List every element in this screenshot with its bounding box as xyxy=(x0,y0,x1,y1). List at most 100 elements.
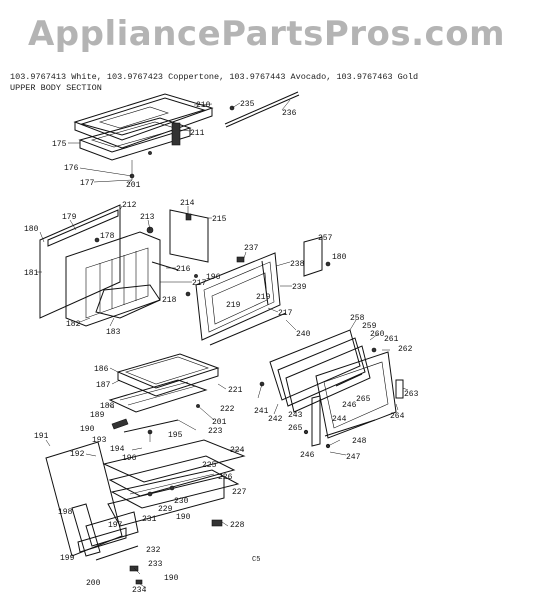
label-226: 226 xyxy=(218,473,233,482)
part-181-side-panel xyxy=(39,204,121,319)
part-198-kick-side xyxy=(71,503,101,557)
label-213: 213 xyxy=(140,213,155,222)
door-window-outer xyxy=(203,261,275,333)
label-191: 191 xyxy=(34,432,49,441)
part-262-door-frame xyxy=(315,351,397,439)
part-179-panel-edge xyxy=(47,209,119,247)
label-224: 224 xyxy=(230,446,245,455)
model-list: 103.9767413 White, 103.9767423 Copperton… xyxy=(10,72,419,82)
label-246-bottom: 246 xyxy=(300,451,315,460)
part-189-handle xyxy=(111,418,129,430)
label-221: 221 xyxy=(228,386,243,395)
label-235: 235 xyxy=(240,100,255,109)
grid-line-2 xyxy=(127,385,197,406)
label-193: 193 xyxy=(92,436,107,445)
label-214: 214 xyxy=(180,199,195,208)
part-244-side-strip xyxy=(311,395,321,447)
part-224-lower-top xyxy=(102,439,246,483)
label-216: 216 xyxy=(176,265,191,274)
label-178: 178 xyxy=(100,232,115,241)
oven-body-assembly xyxy=(39,204,209,327)
label-212: 212 xyxy=(122,201,137,210)
label-217-door: 217 xyxy=(278,309,293,318)
part-216-rail xyxy=(151,261,179,271)
label-248: 248 xyxy=(352,437,367,446)
cooktop-recess xyxy=(98,106,169,129)
part-234-pad xyxy=(135,579,143,585)
part-193-rail xyxy=(123,419,179,433)
part-191-lower-side-panel xyxy=(45,441,123,557)
label-181: 181 xyxy=(24,269,39,278)
label-179: 179 xyxy=(62,213,77,222)
part-215-back-panel xyxy=(169,209,209,263)
part-226-drawer-bottom xyxy=(110,469,240,509)
label-198: 198 xyxy=(58,508,73,517)
oven-door-assembly xyxy=(195,236,331,346)
lower-door-window xyxy=(323,361,389,429)
part-178-clip xyxy=(94,237,100,243)
part-225-tray xyxy=(108,455,236,497)
label-244: 244 xyxy=(332,415,347,424)
cooktop-inner-rim xyxy=(80,97,206,136)
part-228-leveler xyxy=(211,519,223,527)
part-258-door-panel xyxy=(269,329,361,401)
part-233-foot xyxy=(129,565,139,572)
label-199: 199 xyxy=(60,554,75,563)
label-182: 182 xyxy=(66,320,81,329)
label-186: 186 xyxy=(94,365,109,374)
label-228: 228 xyxy=(230,521,245,530)
callout-labels: 210 211 175 176 177 201 235 236 180 179 … xyxy=(24,100,419,595)
label-175: 175 xyxy=(52,140,67,149)
part-214-socket xyxy=(185,213,192,221)
part-217-door-strip xyxy=(261,260,269,306)
label-261: 261 xyxy=(384,335,399,344)
label-265-left: 265 xyxy=(288,424,303,433)
part-240-door-rod xyxy=(209,312,287,346)
diagram-header: 103.9767413 White, 103.9767423 Copperton… xyxy=(10,72,418,94)
part-227-drawer-front xyxy=(107,475,225,527)
label-239: 239 xyxy=(292,283,307,292)
part-180-screw xyxy=(325,261,331,267)
label-189: 189 xyxy=(90,411,105,420)
broiler-assembly xyxy=(108,353,220,435)
burner-box-front xyxy=(79,128,191,161)
part-211-side-bracket xyxy=(171,122,181,146)
part-201-screw xyxy=(148,151,152,155)
part-230-clip xyxy=(147,491,153,497)
label-238: 238 xyxy=(290,260,305,269)
label-177: 177 xyxy=(80,179,95,188)
part-188-grid xyxy=(108,379,208,413)
label-219-b: 219 xyxy=(256,293,271,302)
part-183-oven-bottom xyxy=(95,284,161,319)
leader-lines xyxy=(36,99,409,589)
part-263-hinge xyxy=(395,379,404,399)
label-200: 200 xyxy=(86,579,101,588)
label-257: 257 xyxy=(318,234,333,243)
broiler-pan-inner xyxy=(125,356,209,385)
label-227: 227 xyxy=(232,488,247,497)
label-210: 210 xyxy=(196,101,211,110)
label-241: 241 xyxy=(254,407,269,416)
label-259: 259 xyxy=(362,322,377,331)
part-265-bottom-strip xyxy=(324,419,376,437)
part-196-screw xyxy=(194,274,198,278)
label-183: 183 xyxy=(106,328,121,337)
part-239-door-frame xyxy=(195,252,281,341)
label-215: 215 xyxy=(212,215,227,224)
lower-body-assembly xyxy=(45,439,246,585)
label-196-top: 196 xyxy=(206,273,221,282)
label-230: 230 xyxy=(174,497,189,506)
lower-door-assembly xyxy=(259,329,404,449)
label-211: 211 xyxy=(190,129,205,138)
label-263: 263 xyxy=(404,390,419,399)
label-180-right: 180 xyxy=(332,253,347,262)
oven-liner-front xyxy=(85,247,149,319)
label-237: 237 xyxy=(244,244,259,253)
part-237-latch xyxy=(236,256,245,263)
watermark-text: AppliancePartsPros.com xyxy=(27,14,505,54)
part-218-screw xyxy=(185,291,191,297)
trim-strip-edge xyxy=(225,94,300,128)
label-236: 236 xyxy=(282,109,297,118)
label-247: 247 xyxy=(346,453,361,462)
